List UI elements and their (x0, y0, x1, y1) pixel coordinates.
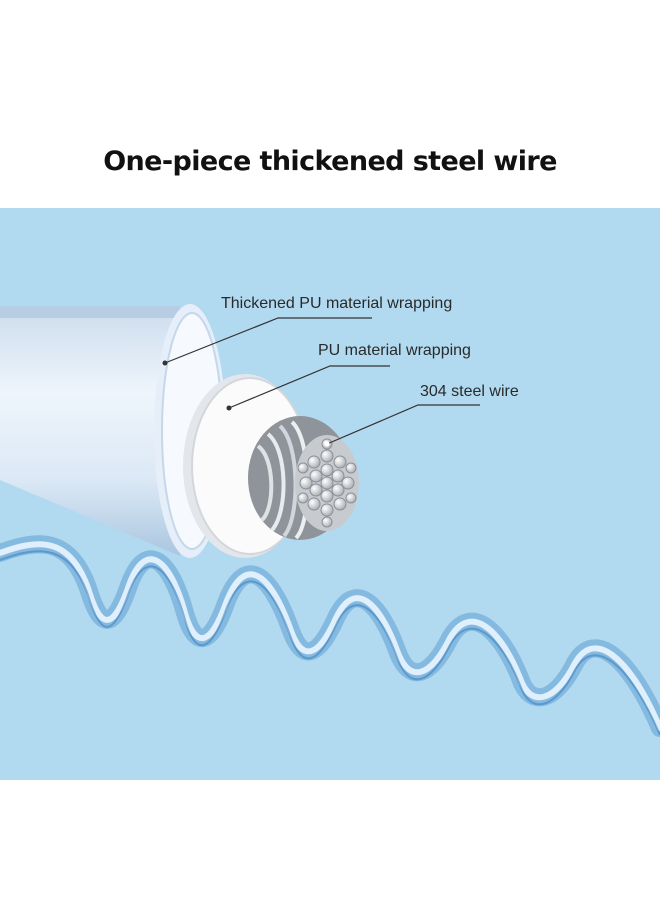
diagram-title: One-piece thickened steel wire (103, 146, 557, 177)
cable-cross-section-diagram (0, 304, 660, 737)
leader-lines (164, 317, 480, 445)
leader-line-core (326, 404, 480, 445)
label-304-steel-wire: 304 steel wire (420, 383, 519, 400)
steel-wire-core (248, 416, 359, 540)
diagram-panel: Thickened PU material wrapping PU materi… (0, 208, 660, 780)
coiled-cable (0, 535, 660, 737)
leader-dot-core (324, 441, 330, 447)
leader-line-outer (164, 317, 372, 364)
leader-dot-inner (226, 405, 232, 411)
label-thickened-pu-wrapping: Thickened PU material wrapping (221, 295, 453, 312)
leader-line-inner (228, 365, 390, 409)
leader-dot-outer (162, 360, 168, 366)
label-pu-wrapping: PU material wrapping (318, 342, 471, 359)
